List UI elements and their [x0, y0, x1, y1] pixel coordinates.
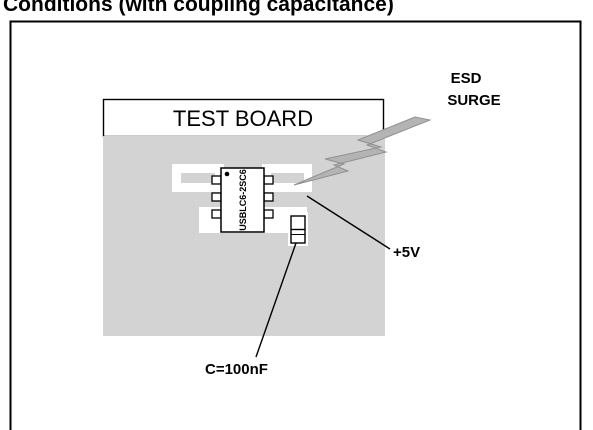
esd-surge-bolt — [293, 116, 432, 186]
ic-pins-right — [263, 175, 274, 219]
esd-label-line1: ESD — [451, 70, 482, 87]
trace-slot-left — [181, 173, 215, 183]
outer-frame — [9, 20, 582, 430]
capacitor-label: C=100nF — [205, 361, 268, 378]
trace-slot-right — [271, 173, 304, 183]
board-title: TEST BOARD — [173, 106, 313, 131]
esd-label-line2: SURGE — [447, 92, 500, 109]
ic-pin1-dot — [224, 171, 230, 177]
ic-marking: USBLC6-2SC6 — [238, 169, 248, 231]
supply-leader-line — [306, 195, 391, 250]
ic-body — [220, 167, 265, 233]
supply-label: +5V — [393, 244, 420, 261]
ic-pins-left — [211, 175, 222, 219]
capacitor-leader-line — [255, 242, 297, 358]
figure-heading: Conditions (with coupling capacitance) — [3, 0, 394, 16]
test-board — [103, 136, 385, 336]
